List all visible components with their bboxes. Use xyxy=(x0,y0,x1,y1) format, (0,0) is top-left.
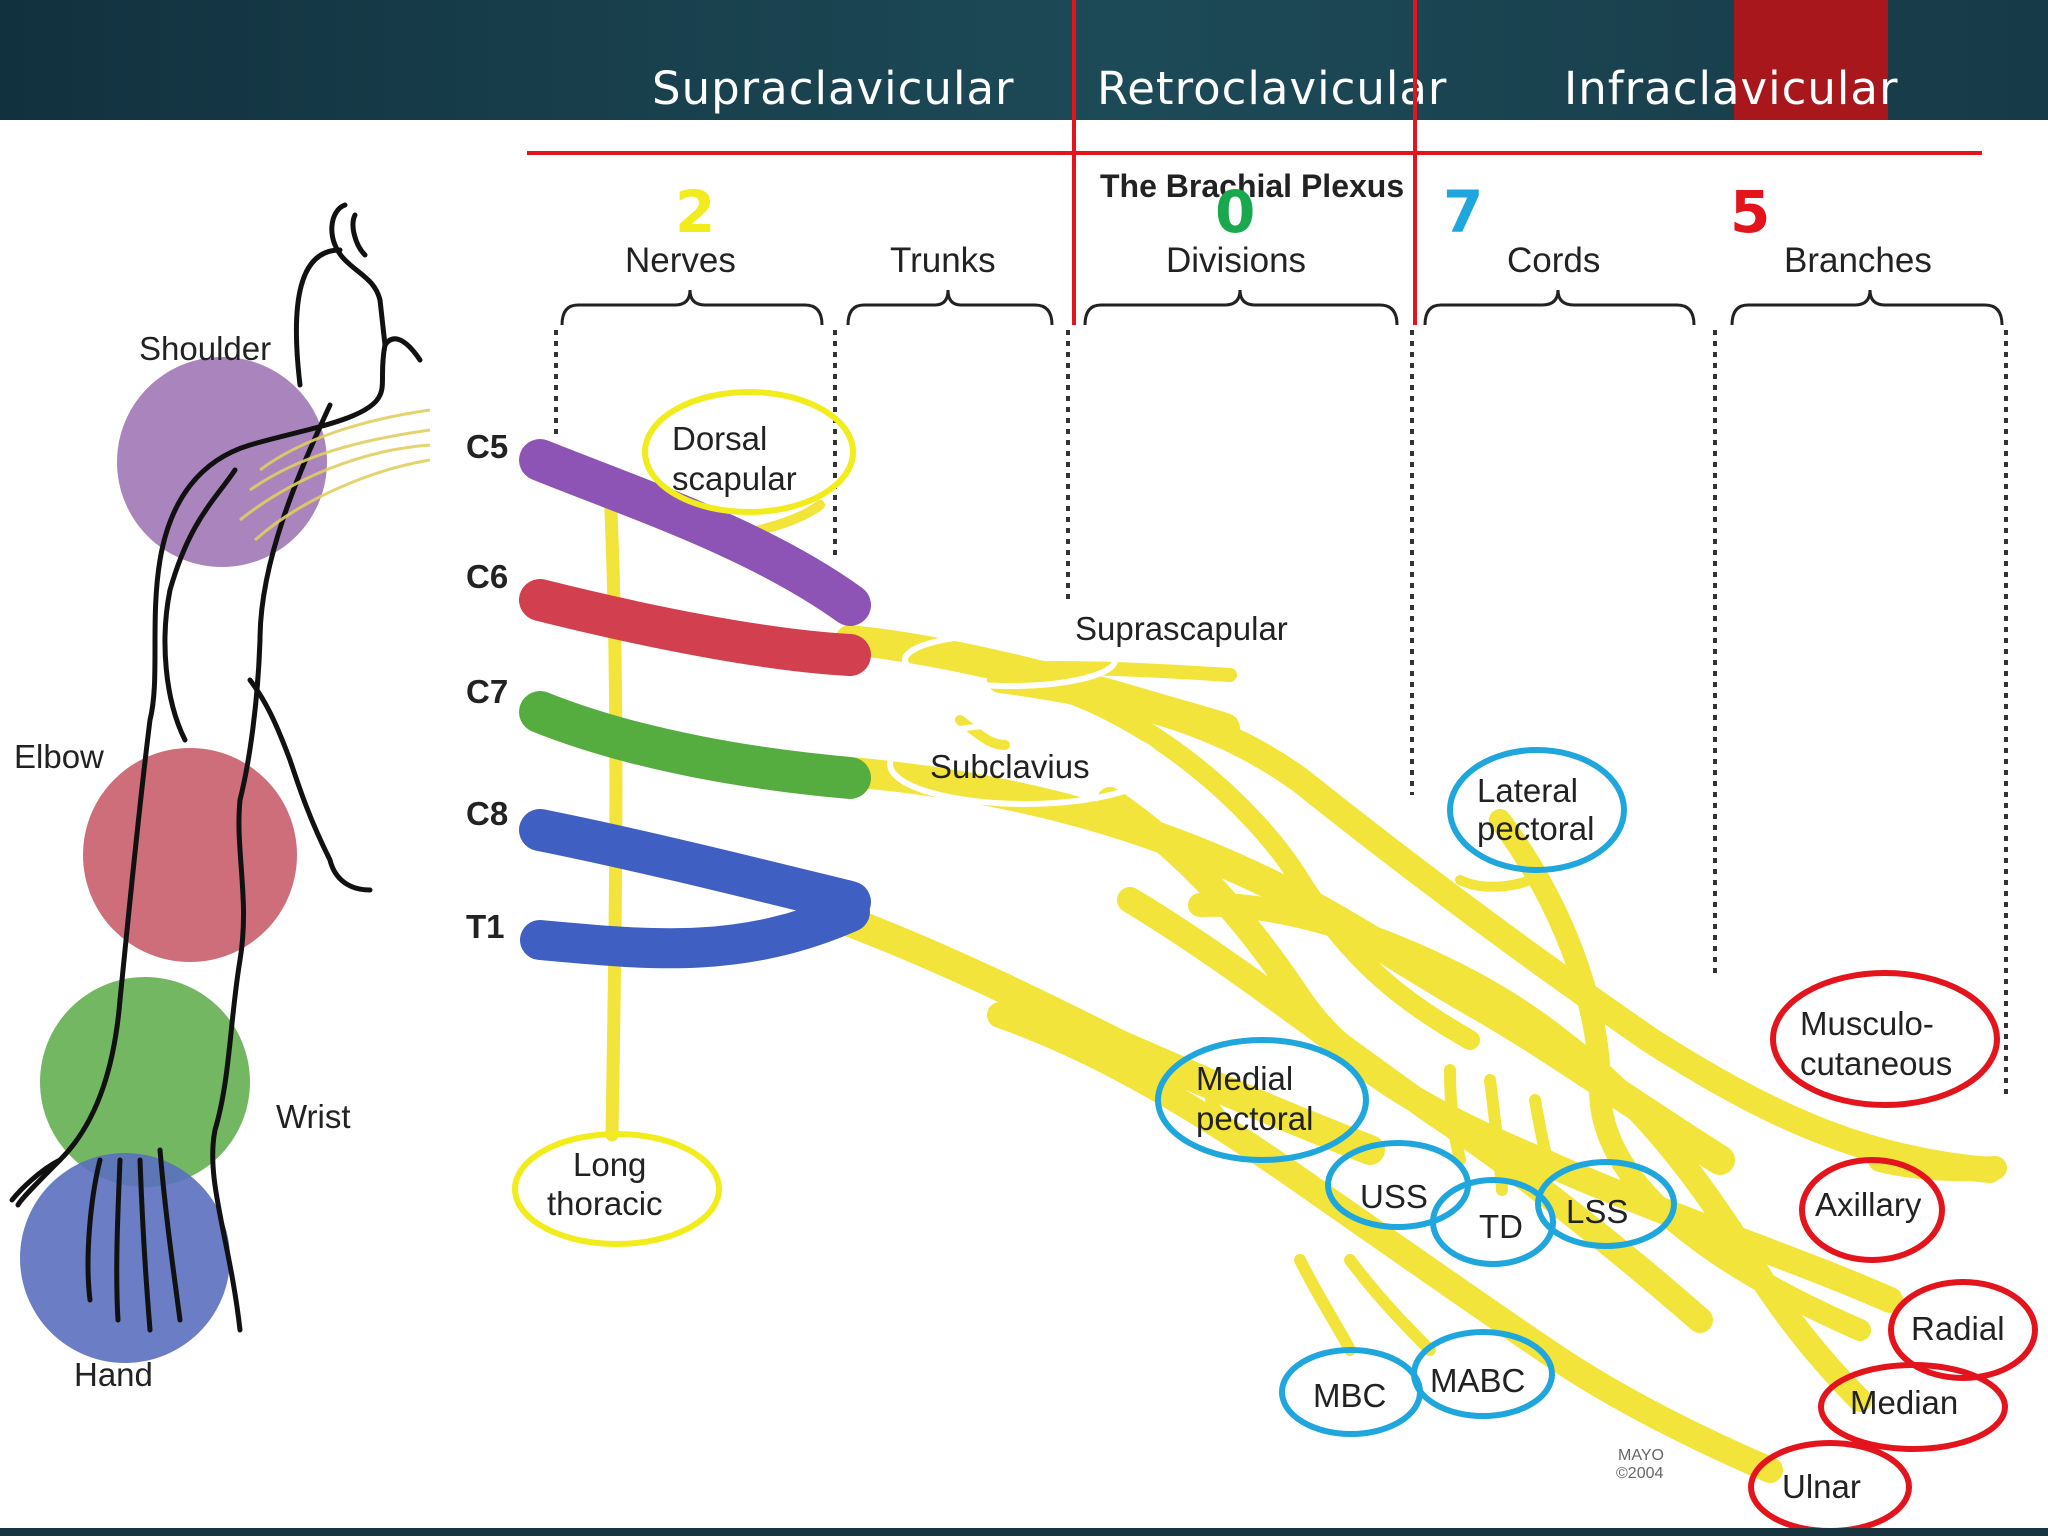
ellipse-td xyxy=(1430,1177,1556,1267)
lateral-cord xyxy=(987,667,2003,1183)
lateral-pectoral-nerve xyxy=(1455,875,1535,892)
shoulder-region xyxy=(117,357,327,567)
label-c6: C6 xyxy=(466,558,508,595)
spinal-roots xyxy=(519,439,871,969)
slide-footer xyxy=(0,1528,2048,1536)
stage-brackets xyxy=(560,289,2004,326)
suprascapular-nerve xyxy=(993,660,1237,682)
ellipse-lateral-pectoral xyxy=(1447,747,1627,873)
root-c8 xyxy=(519,809,871,923)
radial-path xyxy=(1489,809,1871,1341)
subclavius-nerve xyxy=(955,715,1010,750)
label-lateral-2: pectoral xyxy=(1477,810,1594,847)
header-accent-block xyxy=(1734,0,1888,120)
ellipse-lss xyxy=(1535,1159,1677,1249)
label-lss: LSS xyxy=(1566,1193,1628,1230)
mabc-nerve xyxy=(1344,1254,1436,1356)
label-wrist: Wrist xyxy=(276,1098,351,1135)
region-supraclavicular: Supraclavicular xyxy=(652,62,1015,115)
median-lateral-root xyxy=(1188,892,1872,1412)
label-long-2: thoracic xyxy=(547,1185,663,1222)
label-hand: Hand xyxy=(74,1356,153,1393)
label-c8: C8 xyxy=(466,795,508,832)
label-c5: C5 xyxy=(466,428,508,465)
arm-outline xyxy=(9,202,423,1333)
ellipse-musculocutaneous xyxy=(1770,970,2000,1108)
highlight-ellipses xyxy=(512,389,2038,1534)
label-td: TD xyxy=(1479,1208,1523,1245)
td-nerve xyxy=(1484,1074,1508,1196)
label-axillary: Axillary xyxy=(1815,1186,1922,1223)
ellipse-radial xyxy=(1888,1279,2038,1381)
count-nerves: 2 xyxy=(675,178,715,246)
wrist-region xyxy=(40,977,250,1187)
stage-dotted-lines xyxy=(554,330,2008,1095)
label-median: Median xyxy=(1850,1384,1958,1421)
ellipse-median xyxy=(1818,1362,2008,1452)
label-mbc: MBC xyxy=(1313,1377,1386,1414)
label-suprascapular: Suprascapular xyxy=(1075,610,1288,647)
stage-branches: Branches xyxy=(1784,241,1932,280)
stage-trunks: Trunks xyxy=(890,241,996,280)
root-t1 xyxy=(520,892,870,969)
ellipse-mabc xyxy=(1411,1329,1555,1419)
root-c6 xyxy=(519,579,871,676)
division-crossing xyxy=(1050,680,1480,1050)
credit-mayo: MAYO xyxy=(1618,1447,1664,1464)
medial-pectoral-nerve xyxy=(1205,1095,1265,1155)
label-c7: C7 xyxy=(466,673,508,710)
label-subclavius: Subclavius xyxy=(930,748,1090,785)
label-dorsal-1: Dorsal xyxy=(672,420,767,457)
lower-trunk xyxy=(835,907,1385,1165)
count-divisions: 0 xyxy=(1215,178,1255,246)
root-c5 xyxy=(519,439,871,626)
label-dorsal-2: scapular xyxy=(672,460,797,497)
diagram-title: The Brachial Plexus xyxy=(1100,168,1404,204)
long-thoracic-nerve xyxy=(603,483,623,1142)
label-t1: T1 xyxy=(466,908,505,945)
lss-nerve xyxy=(1529,1094,1556,1181)
ellipse-suprascapular xyxy=(902,631,1118,689)
elbow-region xyxy=(83,748,297,962)
stage-nerves: Nerves xyxy=(625,241,736,280)
label-medial-1: Medial xyxy=(1196,1060,1293,1097)
count-cords: 7 xyxy=(1443,178,1483,246)
label-mabc: MABC xyxy=(1430,1362,1525,1399)
ellipse-axillary xyxy=(1799,1157,1945,1263)
arm-figure xyxy=(9,202,431,1363)
label-radial: Radial xyxy=(1911,1310,2005,1347)
section-dividers xyxy=(527,0,1982,325)
ellipse-long-thoracic xyxy=(512,1131,722,1247)
shoulder-nerve-strands xyxy=(239,408,431,542)
label-musculo-2: cutaneous xyxy=(1800,1045,1952,1082)
region-infraclavicular: Infraclavicular xyxy=(1564,62,1899,115)
label-medial-2: pectoral xyxy=(1196,1100,1313,1137)
label-uss: USS xyxy=(1360,1178,1428,1215)
stage-cords: Cords xyxy=(1507,241,1600,280)
label-long-1: Long xyxy=(573,1146,646,1183)
stage-divisions: Divisions xyxy=(1166,241,1306,280)
label-lateral-1: Lateral xyxy=(1477,772,1578,809)
label-shoulder: Shoulder xyxy=(139,330,271,367)
label-elbow: Elbow xyxy=(14,738,104,775)
medial-cord xyxy=(1117,887,1713,1333)
hand-region xyxy=(20,1153,230,1363)
ellipse-subclavius xyxy=(887,721,1163,807)
ellipse-dorsal-scapular xyxy=(642,389,856,515)
count-branches: 5 xyxy=(1730,178,1770,246)
uss-nerve xyxy=(1444,1064,1466,1166)
ulnar-path xyxy=(987,1002,1783,1483)
region-retroclavicular: Retroclavicular xyxy=(1097,62,1448,115)
mbc-nerve xyxy=(1294,1254,1356,1356)
slide-header: Supraclavicular Retroclavicular Infracla… xyxy=(0,0,2048,120)
root-c7 xyxy=(519,691,871,799)
label-ulnar: Ulnar xyxy=(1782,1468,1861,1505)
ellipse-medial-pectoral xyxy=(1155,1037,1369,1163)
label-musculo-1: Musculo- xyxy=(1800,1005,1934,1042)
credit-year: ©2004 xyxy=(1616,1465,1663,1482)
